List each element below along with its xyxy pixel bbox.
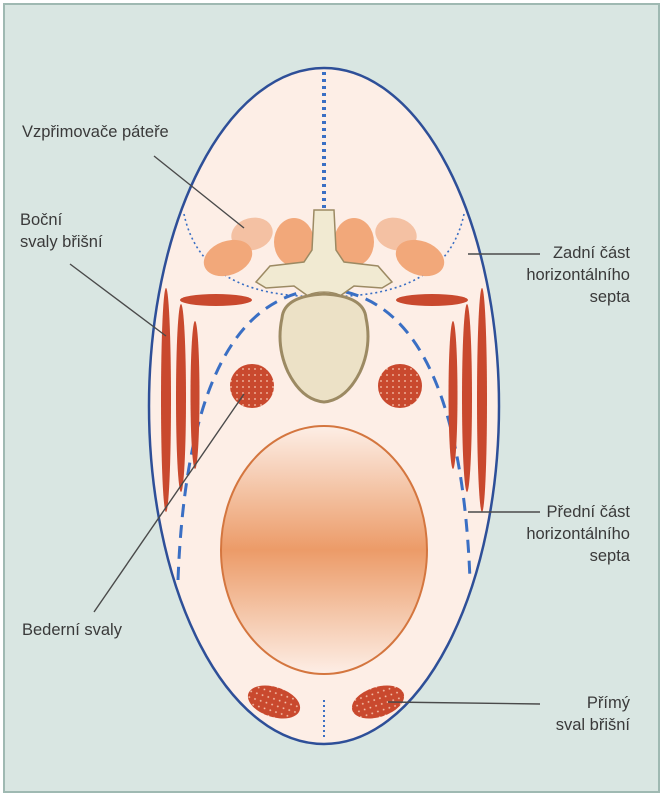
posterior-muscle-left (180, 294, 252, 306)
rectus-left (247, 685, 301, 719)
label-anterior-septum-line2: horizontálního (526, 525, 630, 543)
label-erector-spinae: Vzpřimovače páteře (22, 123, 169, 141)
label-anterior-septum: Přední část horizontálního septa (500, 501, 630, 567)
label-lateral-abdominal: Boční svaly břišní (20, 209, 103, 253)
leader-erector (153, 155, 245, 229)
psoas-right (378, 364, 422, 408)
leader-psoas (93, 393, 245, 613)
lateral-abdominal-muscles-right (448, 288, 487, 512)
abdominal-cavity (220, 425, 428, 675)
lateral-abdominal-muscles-left (161, 288, 200, 512)
label-anterior-septum-line3: septa (589, 547, 630, 565)
label-rectus: Přímý sval břišní (500, 692, 630, 736)
label-psoas: Bederní svaly (22, 621, 122, 639)
psoas-left (230, 364, 274, 408)
label-posterior-septum: Zadní část horizontálního septa (500, 242, 630, 308)
leader-rectus (387, 701, 541, 705)
leader-lateral (69, 263, 167, 337)
label-rectus-line1: Přímý (586, 694, 630, 712)
vertebra (254, 209, 394, 404)
anterior-septum-line (176, 288, 472, 581)
label-posterior-septum-line3: septa (589, 288, 630, 306)
label-anterior-septum-line1: Přední část (546, 503, 630, 521)
rectus-right (351, 685, 405, 719)
label-posterior-septum-line1: Zadní část (552, 244, 630, 262)
label-lateral-abdominal-line2: svaly břišní (20, 233, 103, 251)
erector-spinae-muscles (203, 217, 445, 277)
label-rectus-line2: sval břišní (555, 716, 630, 734)
posterior-muscle-right (396, 294, 468, 306)
label-posterior-septum-line2: horizontálního (526, 266, 630, 284)
label-lateral-abdominal-line1: Boční (20, 211, 63, 229)
